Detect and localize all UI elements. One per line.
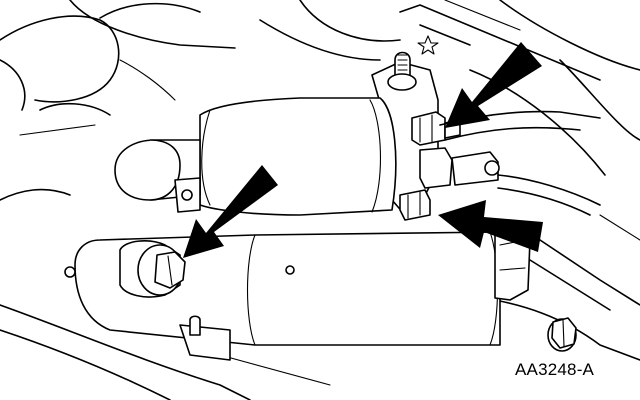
solenoid-terminals	[399, 111, 500, 221]
solenoid-lower-nut-arrow	[438, 200, 543, 252]
lower-right-bolt	[547, 317, 577, 352]
starter-mounting-bolt-arrow	[183, 165, 278, 258]
starter-mounting-bolt	[64, 240, 186, 298]
figure-code-label: AA3248-A	[515, 360, 595, 379]
solenoid-upper-nut-arrow	[445, 42, 542, 128]
star-mark-icon	[417, 35, 439, 55]
